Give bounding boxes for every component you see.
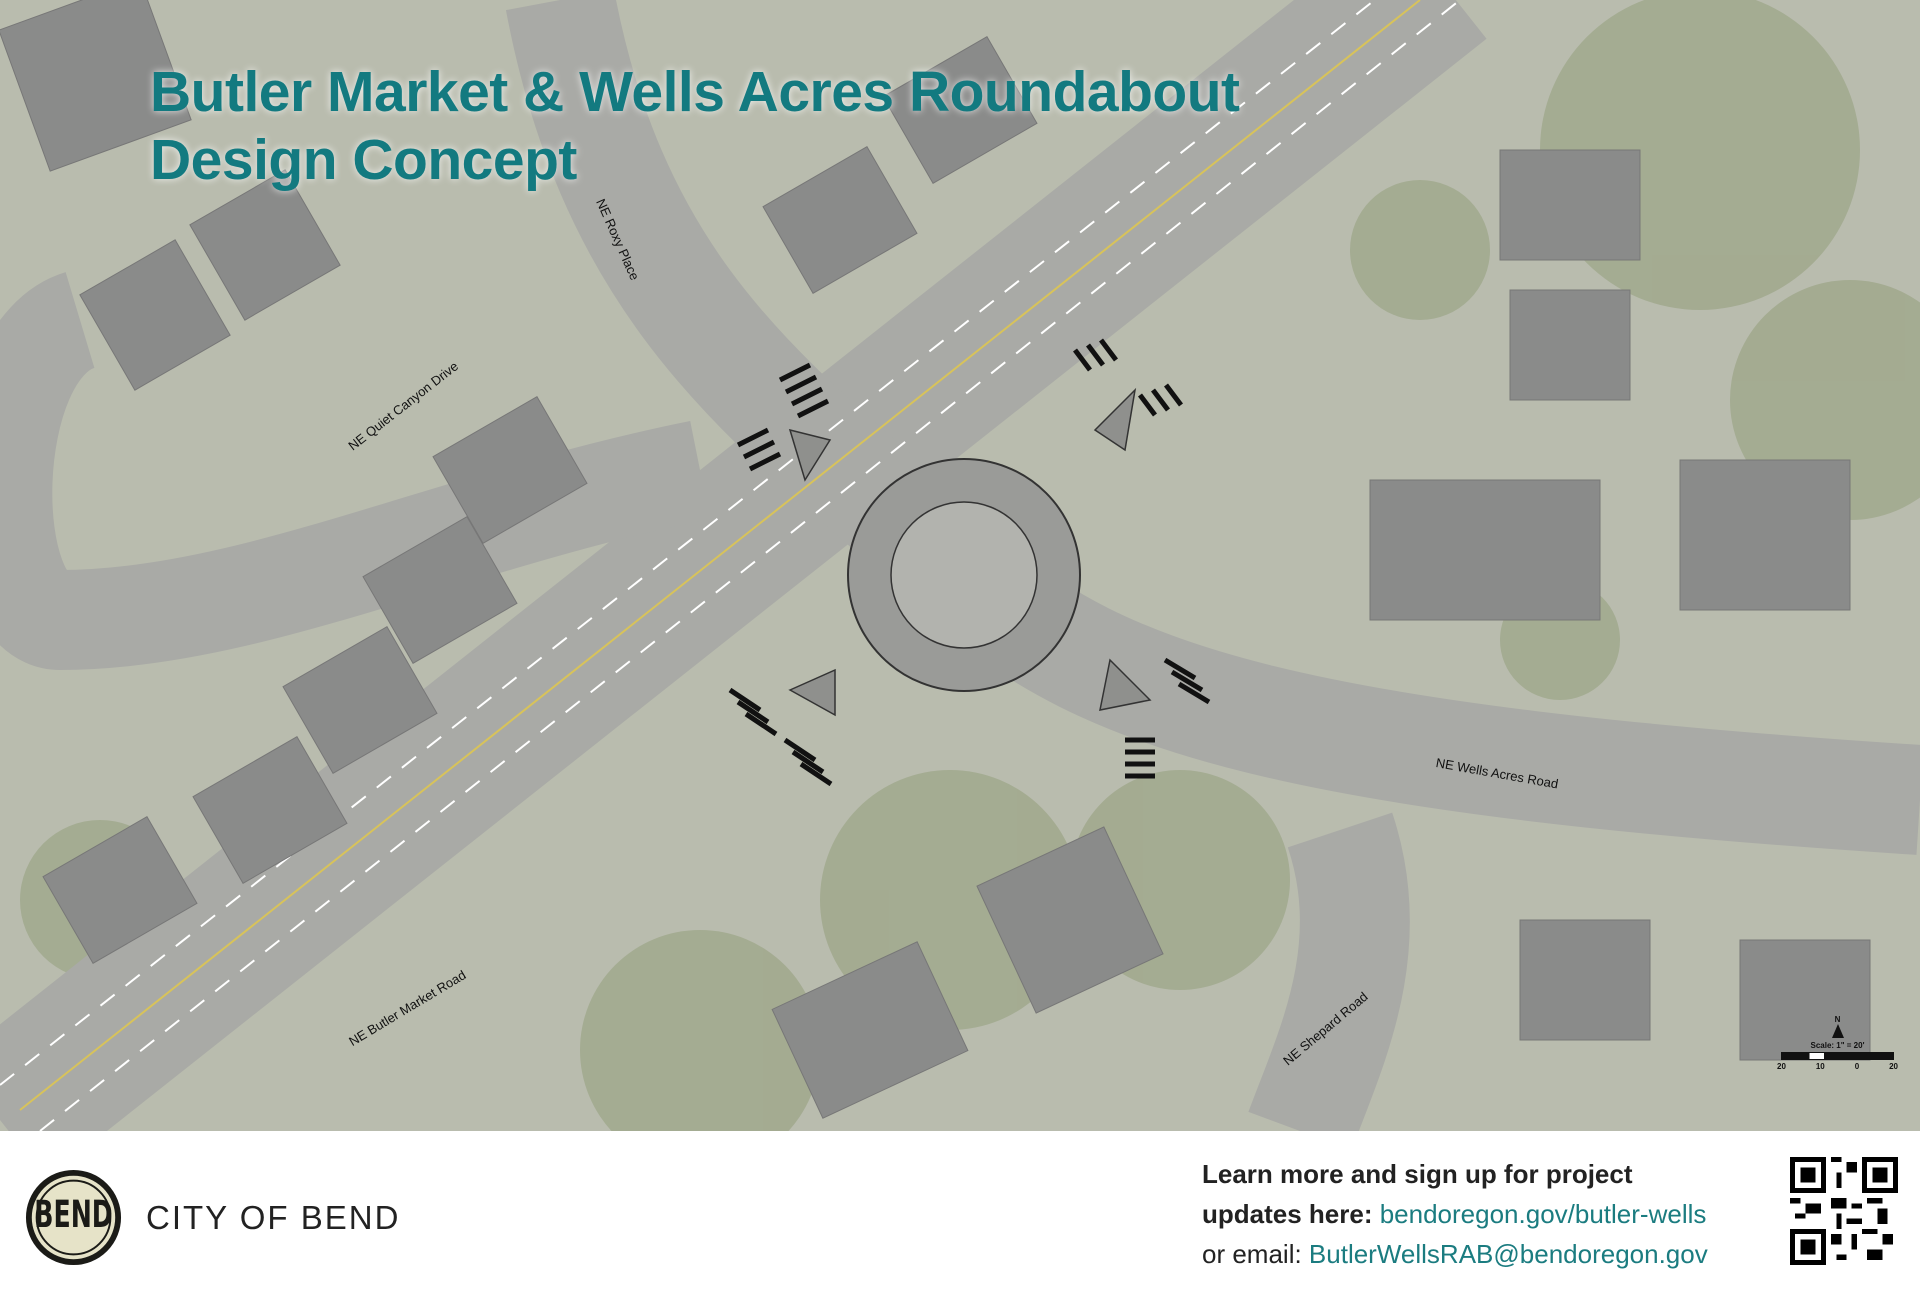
crosswalks	[728, 338, 1211, 787]
svg-text:BEND: BEND	[34, 1192, 112, 1237]
aerial-map	[0, 0, 1920, 1131]
scale-bar-graphic	[1781, 1052, 1894, 1060]
scale-tick: 10	[1815, 1062, 1825, 1071]
page-title: Butler Market & Wells Acres Roundabout D…	[150, 58, 1240, 194]
footer: BEND CITY OF BEND Learn more and sign up…	[0, 1131, 1920, 1301]
qr-code-icon[interactable]	[1790, 1157, 1898, 1265]
project-info: Learn more and sign up for project updat…	[1202, 1154, 1708, 1274]
scale-tick: 20	[1889, 1062, 1898, 1071]
vegetation	[20, 0, 1920, 1131]
north-arrow-label: N	[1834, 1015, 1841, 1024]
info-line-2-label: updates here:	[1202, 1199, 1380, 1229]
lane-lines	[0, 0, 1461, 1131]
project-website-link[interactable]: bendoregon.gov/butler-wells	[1379, 1199, 1707, 1229]
scale-bar: N Scale: 1" = 20' 20 10 0 20	[1775, 1015, 1900, 1071]
title-line-1: Butler Market & Wells Acres Roundabout	[150, 60, 1240, 124]
splitter-islands	[788, 387, 1152, 717]
city-of-bend-logo: BEND	[25, 1169, 122, 1266]
scale-tick: 20	[1777, 1062, 1786, 1071]
project-email-link[interactable]: ButlerWellsRAB@bendoregon.gov	[1308, 1239, 1708, 1269]
info-line-1: Learn more and sign up for project	[1202, 1159, 1633, 1189]
city-name: CITY OF BEND	[146, 1199, 401, 1236]
scale-text: Scale: 1" = 20'	[1810, 1041, 1865, 1050]
houses	[0, 0, 1871, 1119]
north-arrow-icon	[1831, 1024, 1844, 1038]
title-line-2: Design Concept	[150, 128, 577, 192]
info-line-3-label: or email:	[1202, 1239, 1309, 1269]
centerline	[19, 0, 1421, 1111]
roundabout	[847, 458, 1081, 692]
scale-tick: 0	[1854, 1062, 1860, 1071]
